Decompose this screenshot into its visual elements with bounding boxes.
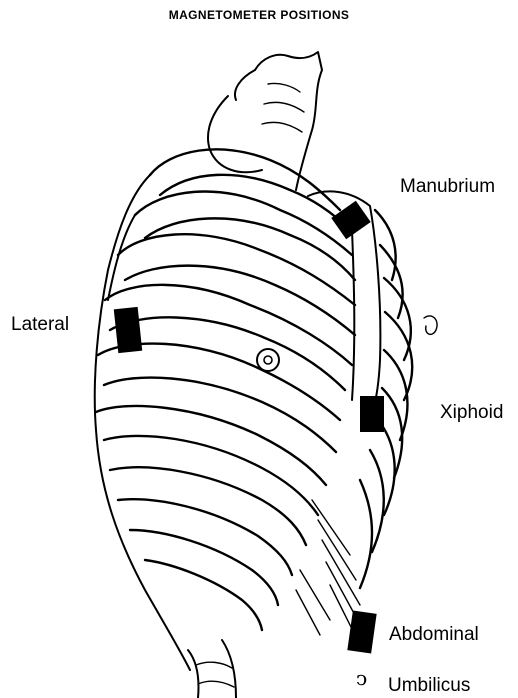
sensor-xiphoid — [360, 396, 384, 432]
umbilicus-icon: ↄ — [356, 668, 367, 688]
nipple-mark — [257, 349, 279, 371]
lumbar-spine — [188, 640, 236, 698]
ribs — [95, 149, 437, 670]
label-lateral: Lateral — [11, 315, 69, 334]
label-xiphoid: Xiphoid — [440, 403, 503, 422]
label-manubrium: Manubrium — [400, 177, 495, 196]
sensor-abdominal — [347, 611, 376, 654]
sensor-lateral — [114, 307, 142, 353]
label-abdominal: Abdominal — [389, 625, 479, 644]
cervical-spine — [208, 52, 322, 190]
label-umbilicus: Umbilicus — [388, 676, 470, 695]
